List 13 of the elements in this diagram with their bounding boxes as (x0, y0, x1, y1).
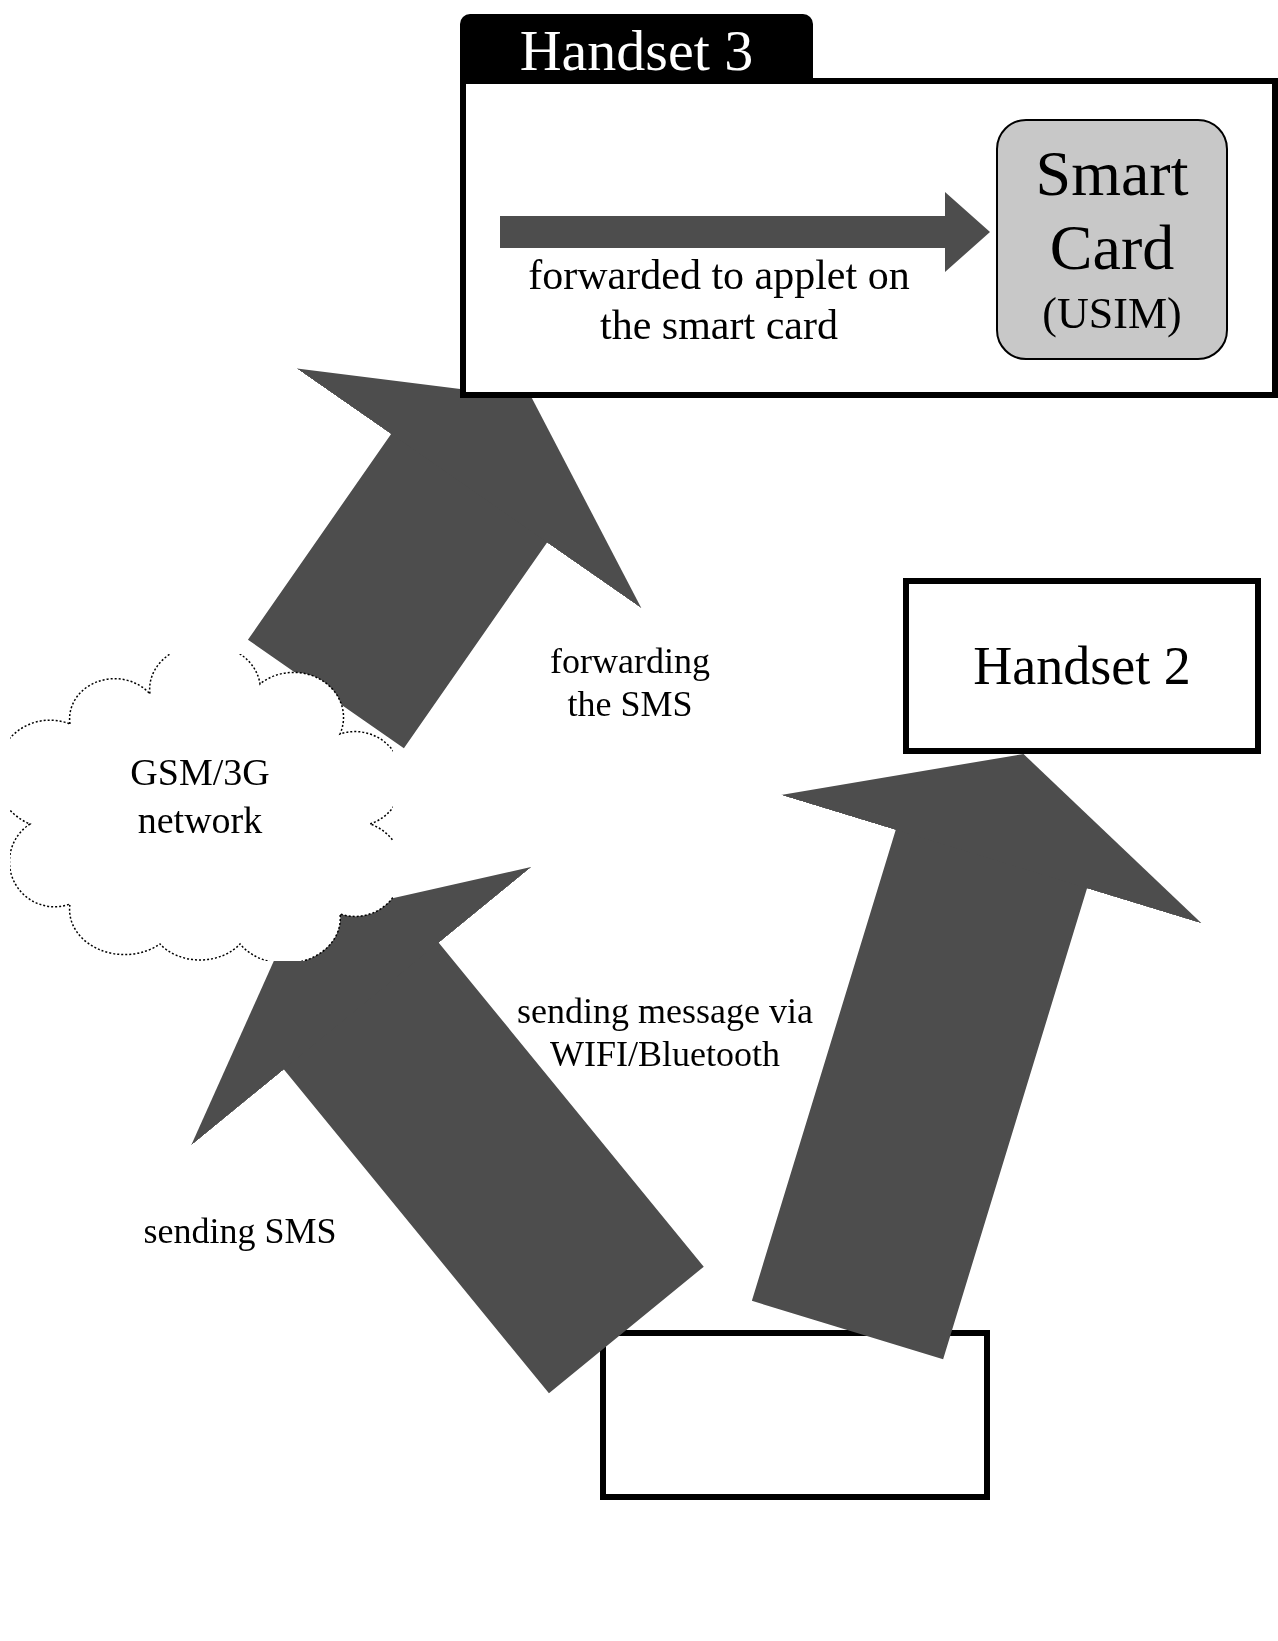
network-cloud (10, 654, 393, 961)
empty-box (600, 1330, 990, 1500)
edge-label: sending SMS (142, 1210, 338, 1253)
card-subtitle: (USIM) (1042, 287, 1182, 340)
edge-label: forwarding the SMS (549, 640, 711, 727)
box-title: Handset 2 (973, 635, 1191, 697)
cloud-label: GSM/3G network (129, 750, 271, 843)
edge-label: forwarded to applet on the smart card (527, 251, 911, 351)
edge-label: sending message via WIFI/Bluetooth (516, 990, 814, 1077)
card-title: Smart Card (1034, 137, 1190, 285)
handset-box (903, 578, 1261, 754)
block-arrow (500, 192, 990, 272)
smart-card-box (996, 119, 1228, 360)
